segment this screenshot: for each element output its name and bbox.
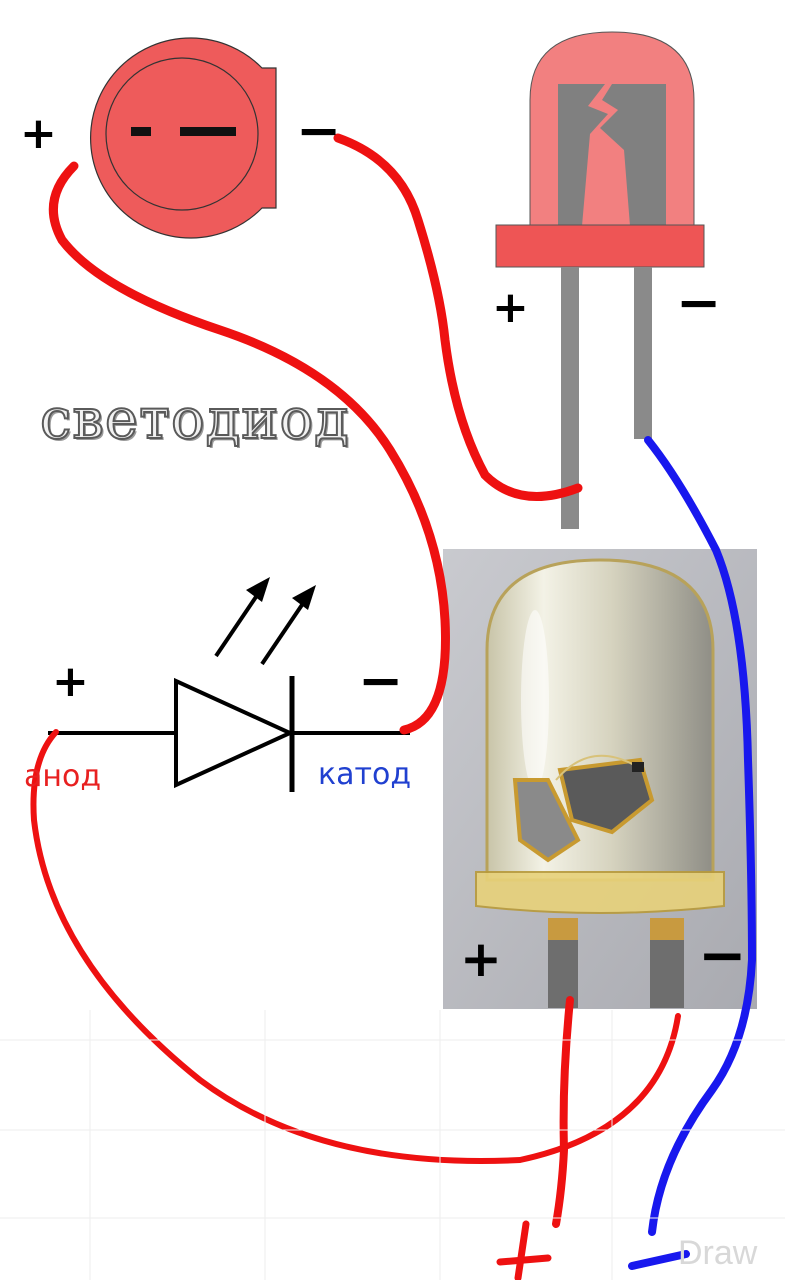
- led-photo-bond-wire: [555, 754, 637, 781]
- led-photo-leg-cathode-tip: [650, 918, 684, 940]
- side-led-plus-sign: +: [492, 282, 529, 333]
- led-side-leg-anode: [561, 267, 579, 529]
- blue-wires: [628, 436, 757, 1270]
- blue-wire-cathode: [644, 436, 757, 1236]
- diode-schematic-symbol: [48, 577, 410, 792]
- red-wire-top-plus-to-schematic-minus: [48, 161, 450, 735]
- led-top-view: [90, 37, 277, 239]
- led-side-drawing: [495, 31, 705, 529]
- diagram-title: светодиод: [39, 387, 350, 452]
- led-photo-rim: [475, 871, 725, 914]
- emission-arrow-2-head: [292, 585, 316, 610]
- blue-minus-mark: [628, 1250, 690, 1270]
- emission-arrow-1-head: [246, 577, 270, 602]
- led-photo: [443, 549, 757, 1009]
- red-plus-mark-v: [514, 1220, 530, 1280]
- schematic-minus-sign: −: [358, 649, 404, 712]
- schematic-plus-sign: +: [52, 656, 89, 707]
- red-wire-anode-loop: [30, 729, 681, 1164]
- top-led-plus-sign: +: [20, 108, 57, 159]
- led-side-anvil-left: [558, 84, 608, 226]
- background-grid: [0, 1010, 785, 1280]
- led-top-minus-mark-long: [180, 127, 236, 136]
- top-led-minus-sign: −: [296, 99, 342, 162]
- side-led-minus-sign: −: [676, 271, 722, 334]
- red-wire-anode-leg-down: [552, 996, 574, 1228]
- schematic-triangle: [174, 677, 295, 789]
- watermark-text: Draw: [678, 1234, 758, 1272]
- led-top-body: [90, 37, 277, 239]
- led-side-leg-cathode: [634, 267, 652, 439]
- anode-label: анод: [24, 759, 102, 794]
- led-side-anvil-right: [600, 84, 666, 226]
- photo-plus-sign: +: [460, 930, 502, 988]
- led-photo-post: [512, 778, 581, 863]
- led-photo-leg-anode-tip: [548, 918, 578, 940]
- emission-arrow-1: [214, 586, 264, 658]
- red-wires: [30, 133, 681, 1280]
- cathode-label: катод: [318, 757, 412, 792]
- photo-minus-sign: −: [698, 921, 747, 989]
- red-wire-top-minus-to-led-plus: [333, 133, 583, 501]
- emission-arrow-2: [260, 594, 310, 666]
- led-top-minus-mark: [131, 127, 151, 136]
- led-side-flange: [495, 224, 705, 268]
- led-photo-dome-highlight: [521, 610, 549, 790]
- led-top-inner-ring: [105, 57, 259, 211]
- led-photo-chip: [632, 762, 644, 772]
